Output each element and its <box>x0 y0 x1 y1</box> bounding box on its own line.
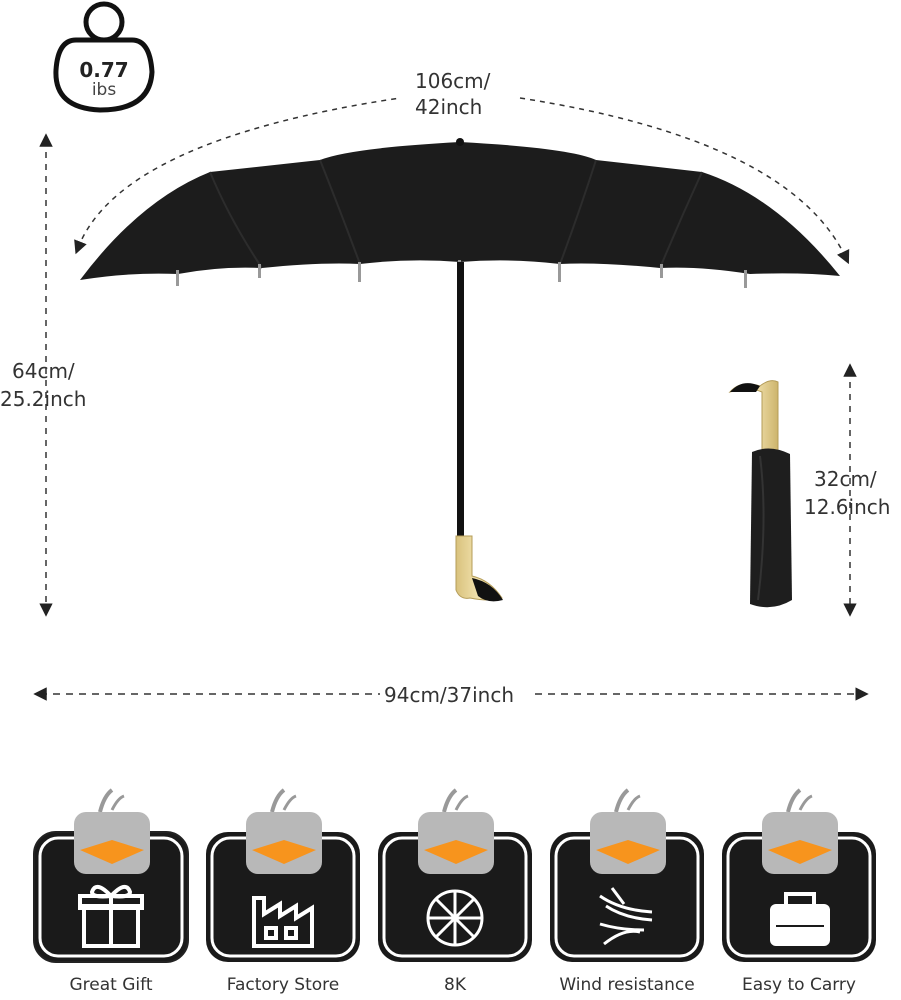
bag-icon <box>770 892 830 946</box>
diameter-label: 94cm/37inch <box>384 683 515 707</box>
weight-value: 0.77 <box>79 58 129 82</box>
weight-label: 0.77 ibs <box>64 58 144 100</box>
feature-badge-4 <box>550 788 704 962</box>
open-umbrella <box>80 138 840 602</box>
folded-height-line1: 32cm/ <box>814 467 877 491</box>
feature-badge-2 <box>206 788 360 962</box>
width-arc-arrow-right <box>519 97 850 265</box>
feature-caption-2: Factory Store <box>226 975 340 995</box>
open-width-line2: 42inch <box>415 95 483 119</box>
feature-caption-3: 8K <box>444 975 466 995</box>
weight-unit: ibs <box>91 80 117 100</box>
feature-caption-5: Easy to Carry <box>742 975 856 995</box>
folded-umbrella <box>728 380 792 608</box>
weight-tag-icon <box>53 1 155 113</box>
open-height-line1: 64cm/ <box>12 359 75 383</box>
open-height-line2: 25.2inch <box>0 387 87 411</box>
open-width-line1: 106cm/ <box>415 69 491 93</box>
gift-icon <box>78 884 144 948</box>
factory-icon <box>252 896 314 948</box>
feature-badge-5 <box>722 788 876 962</box>
feature-badges <box>33 788 876 963</box>
feature-caption-1: Great Gift <box>69 975 153 995</box>
width-arc-arrow <box>74 97 401 255</box>
umbrella-ribs-icon <box>426 889 484 947</box>
folded-height-line2: 12.6inch <box>804 496 891 518</box>
feature-caption-4: Wind resistance <box>559 975 695 995</box>
wind-icon <box>599 887 653 946</box>
